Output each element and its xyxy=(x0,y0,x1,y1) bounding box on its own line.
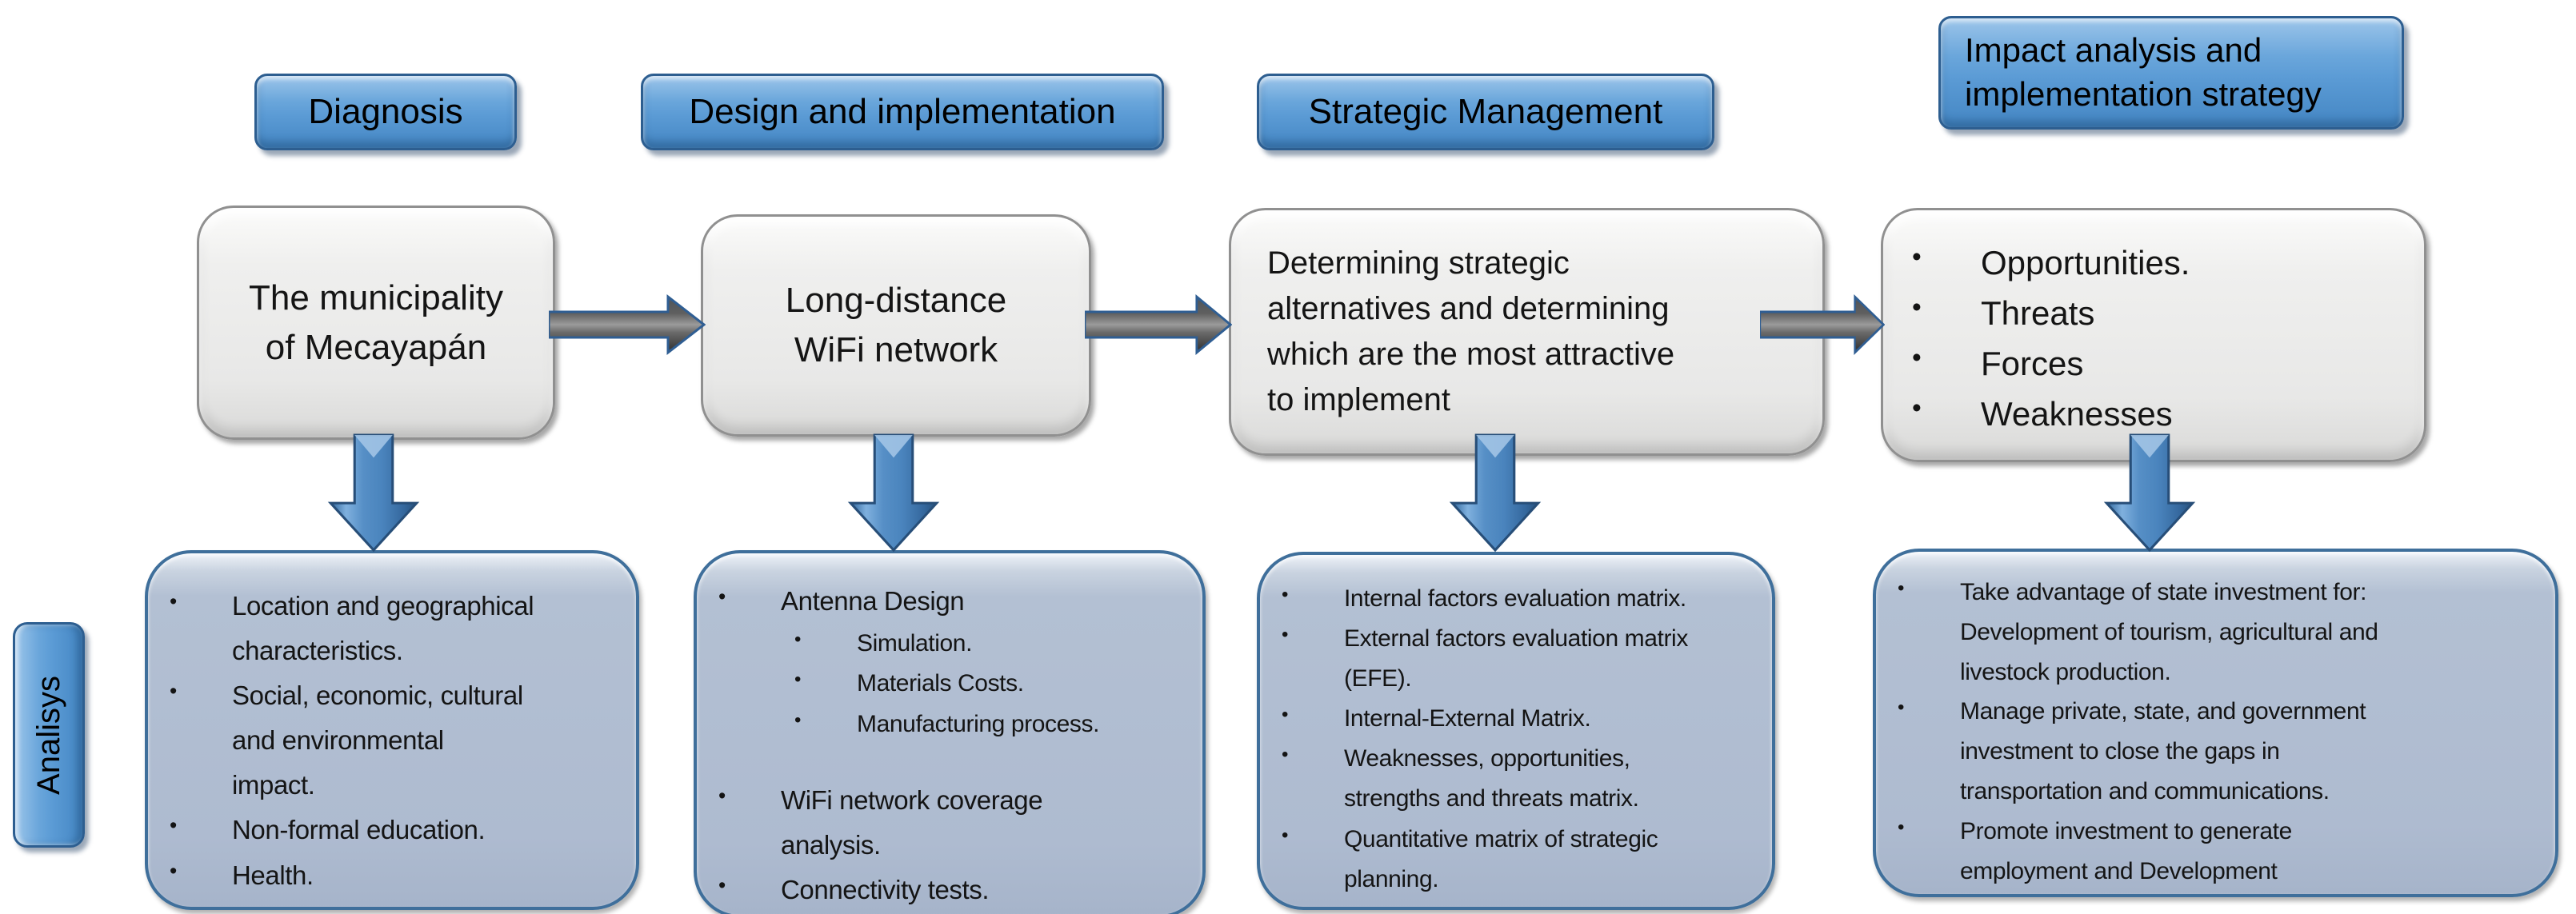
list-subitem: Simulation. xyxy=(794,624,1170,664)
list-item: Internal factors evaluation matrix. xyxy=(1282,579,1748,619)
swot-bullet-list: Opportunities. Threats Forces Weaknesses xyxy=(1883,237,2214,439)
list-item: Forces xyxy=(1912,338,2190,389)
panel-impact-details: Take advantage of state investment for: … xyxy=(1873,549,2558,897)
list-item: Opportunities. xyxy=(1912,237,2190,288)
list-subitem: Manufacturing process. xyxy=(794,704,1170,744)
down-arrow-icon xyxy=(2100,433,2199,553)
header-design-implementation-label: Design and implementation xyxy=(689,92,1116,131)
stage-box-municipality-text: The municipality of Mecayapán xyxy=(249,277,503,367)
list-item: Quantitative matrix of strategic plannin… xyxy=(1282,820,1748,900)
panel-design-details: Antenna Design Simulation. Materials Cos… xyxy=(694,550,1206,914)
impact-bullet-list: Take advantage of state investment for: … xyxy=(1876,552,2555,891)
stage-box-swot: Opportunities. Threats Forces Weaknesses xyxy=(1881,208,2426,462)
list-item: Manage private, state, and government in… xyxy=(1898,692,2523,811)
stage-box-strategic-alternatives-text: Determining strategic alternatives and d… xyxy=(1267,245,1675,417)
header-impact-analysis-label: Impact analysis and implementation strat… xyxy=(1965,31,2322,113)
stage-box-municipality: The municipality of Mecayapán xyxy=(197,206,555,440)
down-arrow-icon xyxy=(1446,433,1545,553)
list-item: Non-formal education. xyxy=(170,808,588,852)
list-item: WiFi network coverage analysis. xyxy=(718,778,1170,868)
down-arrow-icon xyxy=(324,433,423,553)
list-item: Promote investment to generate employmen… xyxy=(1898,812,2523,892)
header-design-implementation: Design and implementation xyxy=(641,74,1164,150)
list-subitem: Materials Costs. xyxy=(794,664,1170,704)
right-arrow-icon xyxy=(549,293,706,357)
list-item: Connectivity tests. xyxy=(718,868,1170,912)
right-arrow-icon xyxy=(1085,293,1232,357)
header-diagnosis: Diagnosis xyxy=(254,74,517,150)
right-arrow-icon xyxy=(1760,293,1885,357)
list-item: Weaknesses xyxy=(1912,389,2190,439)
stage-box-strategic-alternatives: Determining strategic alternatives and d… xyxy=(1229,208,1825,456)
list-item: Weaknesses, opportunities, strengths and… xyxy=(1282,739,1748,819)
list-item: Take advantage of state investment for: … xyxy=(1898,573,2523,692)
header-diagnosis-label: Diagnosis xyxy=(308,92,463,131)
down-arrow-icon xyxy=(844,433,943,553)
list-item: Health. xyxy=(170,853,588,898)
analysis-side-label: Analisys xyxy=(13,622,85,848)
analysis-side-label-text: Analisys xyxy=(30,675,66,795)
stage-box-wifi-network-text: Long-distance WiFi network xyxy=(785,281,1007,369)
list-item: Antenna Design xyxy=(718,579,1170,624)
panel-strategic-details: Internal factors evaluation matrix. Exte… xyxy=(1257,552,1775,910)
stage-box-wifi-network: Long-distance WiFi network xyxy=(701,214,1091,437)
diagnosis-bullet-list: Location and geographical characteristic… xyxy=(148,553,636,898)
list-item: External factors evaluation matrix (EFE)… xyxy=(1282,619,1748,699)
panel-diagnosis-details: Location and geographical characteristic… xyxy=(145,550,639,910)
header-strategic-management-label: Strategic Management xyxy=(1308,92,1663,131)
list-item: Social, economic, cultural and environme… xyxy=(170,673,588,808)
list-item: Internal-External Matrix. xyxy=(1282,699,1748,739)
list-item: Threats xyxy=(1912,288,2190,338)
strategic-bullet-list: Internal factors evaluation matrix. Exte… xyxy=(1260,555,1772,900)
design-bullet-list: Antenna Design Simulation. Materials Cos… xyxy=(697,553,1202,913)
list-item: Location and geographical characteristic… xyxy=(170,584,588,673)
header-strategic-management: Strategic Management xyxy=(1257,74,1714,150)
header-impact-analysis: Impact analysis and implementation strat… xyxy=(1938,16,2404,130)
